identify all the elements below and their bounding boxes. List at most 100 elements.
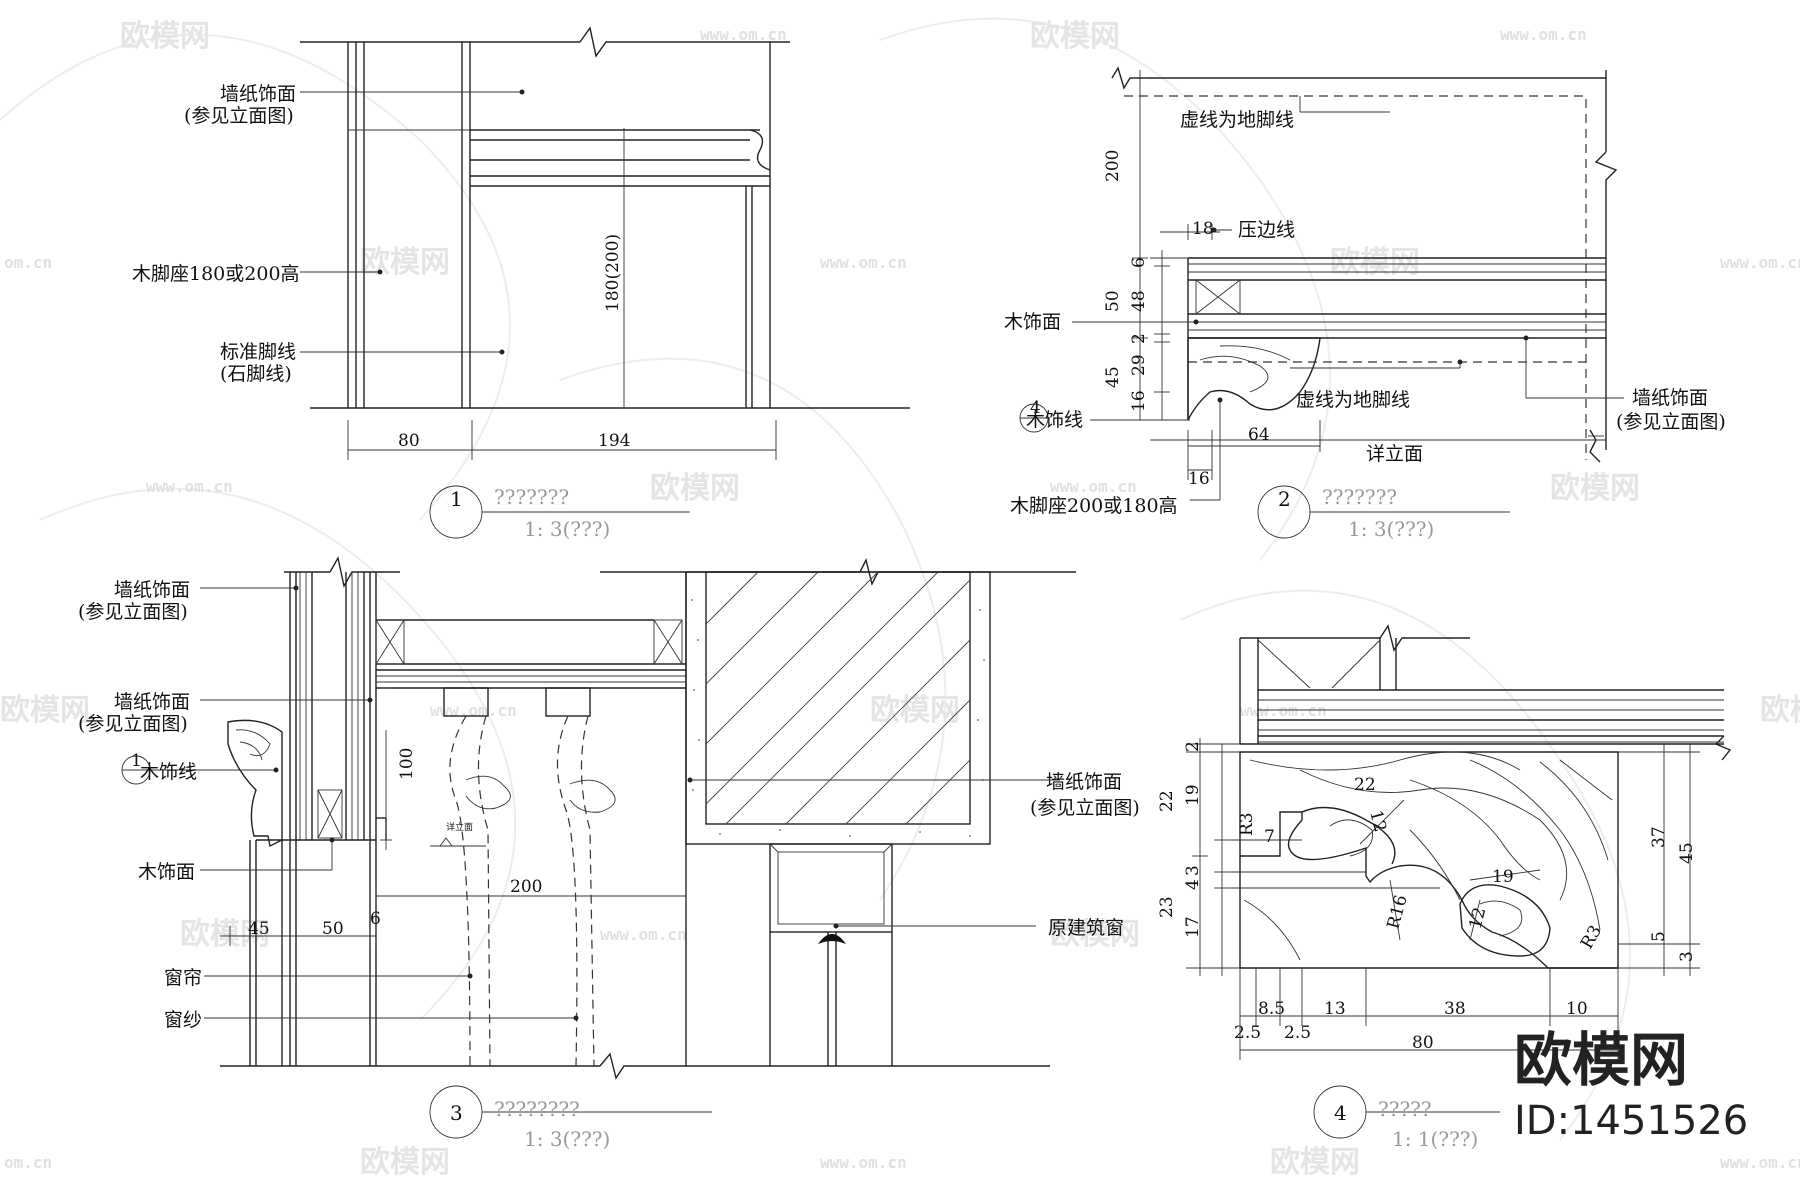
detail-4-dim-23: 23 xyxy=(1157,896,1177,918)
detail-2-trim-ref: 4 xyxy=(1030,398,1041,418)
corner-brand-id: ID:1451526 xyxy=(1514,1098,1748,1144)
detail-1-linework xyxy=(300,26,910,460)
watermark-brand-1: 欧模网 xyxy=(120,19,210,54)
detail-2-label-elevation: 详立面 xyxy=(1366,443,1423,465)
detail-2-label-edge-strip: 压边线 xyxy=(1238,219,1295,241)
detail-1-dim-w-right: 194 xyxy=(598,431,630,451)
watermark-url-9: www.om.cn xyxy=(600,925,687,944)
detail-4-dim-2: 2 xyxy=(1183,741,1203,752)
detail-3-label-wallpaper-2: 墙纸饰面 xyxy=(114,691,190,713)
watermark-brand-4: 欧模网 xyxy=(1330,245,1420,280)
detail-3-trim-ref: 1 xyxy=(131,751,142,771)
detail-4-dim-45: 45 xyxy=(1677,842,1697,864)
watermark-brand-11: 欧模网 xyxy=(1050,917,1140,952)
detail-4-dim-13: 13 xyxy=(1324,999,1346,1019)
detail-1-caption: 1 ??????? 1: 3(???) xyxy=(429,485,690,541)
detail-3-elev-tag: 详立面 xyxy=(446,821,473,833)
watermark-url-3: www.om.cn xyxy=(820,253,907,272)
watermark-url-4: www.om.cn xyxy=(1720,253,1800,272)
detail-4-dim-38: 38 xyxy=(1444,999,1466,1019)
detail-4-title: ????? xyxy=(1378,1097,1432,1121)
detail-2-dim-2: 2 xyxy=(1129,333,1149,344)
watermark-brand-12: 欧模网 xyxy=(360,1145,450,1180)
detail-3-label-wallpaper-ref-3: (参见立面图) xyxy=(1030,797,1140,819)
detail-3-dim-50: 50 xyxy=(322,919,344,939)
detail-2-number: 2 xyxy=(1278,487,1291,511)
detail-4-dim-r16: R16 xyxy=(1384,893,1412,931)
watermark-url-7: www.om.cn xyxy=(430,701,517,720)
detail-2-dim-200: 200 xyxy=(1103,150,1123,182)
detail-2-dim-29: 29 xyxy=(1129,354,1149,376)
detail-1: 墙纸饰面 (参见立面图) 木脚座180或200高 标准脚线 (石脚线) 180(… xyxy=(132,26,910,541)
detail-4-dim-3b: 3 xyxy=(1677,951,1697,962)
detail-3-stipple xyxy=(691,599,985,837)
watermark-brand-2: 欧模网 xyxy=(1030,19,1120,54)
detail-3-dim-100: 100 xyxy=(397,748,417,780)
detail-1-dim-height: 180(200) xyxy=(603,234,623,312)
detail-3-label-original-window: 原建筑窗 xyxy=(1048,917,1124,939)
watermark-brand-13: 欧模网 xyxy=(1270,1145,1360,1180)
watermark-brand-9: 欧模网 xyxy=(1760,693,1800,728)
detail-2-dim-16b: 16 xyxy=(1188,469,1210,489)
detail-4-dim-37: 37 xyxy=(1649,826,1669,848)
detail-4-dim-4: 4 xyxy=(1183,879,1203,890)
corner-brand-name: 欧模网 xyxy=(1514,1026,1688,1094)
detail-4-dim-r3a: R3 xyxy=(1237,812,1257,836)
detail-4-dim-2-5a: 2.5 xyxy=(1234,1023,1261,1043)
detail-2-title: ??????? xyxy=(1322,485,1397,509)
detail-3-number: 3 xyxy=(450,1101,463,1125)
watermark-url-6: www.om.cn xyxy=(1050,477,1137,496)
detail-2-dim-6: 6 xyxy=(1129,257,1149,268)
detail-1-label-wallpaper-ref: (参见立面图) xyxy=(184,105,294,127)
watermark-short-2: om.cn xyxy=(4,1153,52,1172)
watermark-brand-8: 欧模网 xyxy=(870,693,960,728)
watermark-url-2: www.om.cn xyxy=(1500,25,1587,44)
watermark-url-1: www.om.cn xyxy=(700,25,787,44)
detail-3-caption: 3 ???????? 1: 3(???) xyxy=(429,1085,712,1151)
detail-4-dim-17: 17 xyxy=(1183,916,1203,938)
detail-3-dim-45: 45 xyxy=(248,919,270,939)
detail-2-scale: 1: 3(???) xyxy=(1348,517,1434,541)
detail-3-hatch xyxy=(705,571,971,825)
detail-3-label-sheer: 窗纱 xyxy=(164,1009,202,1031)
detail-4-dim-19b: 19 xyxy=(1492,867,1514,887)
detail-3-linework xyxy=(121,556,1076,1080)
detail-1-label-wood-base: 木脚座180或200高 xyxy=(132,263,300,285)
detail-3-label-wallpaper-1: 墙纸饰面 xyxy=(114,579,190,601)
detail-1-label-wallpaper: 墙纸饰面 xyxy=(220,83,296,105)
detail-2-label-wallpaper-ref: (参见立面图) xyxy=(1616,411,1726,433)
detail-4-dim-7: 7 xyxy=(1264,827,1275,847)
detail-4-dim-12b: 12 xyxy=(1466,905,1491,931)
detail-1-scale: 1: 3(???) xyxy=(524,517,610,541)
watermark-url-8: www.om.cn xyxy=(1240,701,1327,720)
detail-4-dim-3: 3 xyxy=(1183,865,1203,876)
detail-4-linework xyxy=(1186,624,1732,1060)
watermark-url-11: www.om.cn xyxy=(1720,1153,1800,1172)
detail-3-label-wallpaper-3: 墙纸饰面 xyxy=(1046,771,1122,793)
detail-2-dim-16a: 16 xyxy=(1129,390,1149,412)
detail-4-dim-10: 10 xyxy=(1566,999,1588,1019)
detail-1-dim-w-left: 80 xyxy=(398,431,420,451)
detail-3-label-wallpaper-ref-1: (参见立面图) xyxy=(78,601,188,623)
detail-4-grain xyxy=(1243,751,1613,961)
detail-3-dim-200: 200 xyxy=(510,877,542,897)
watermark-short-1: om.cn xyxy=(4,253,52,272)
detail-4-caption: 4 ????? 1: 1(???) xyxy=(1313,1085,1500,1151)
detail-2-label-wood-face: 木饰面 xyxy=(1004,311,1061,333)
detail-4-dim-5: 5 xyxy=(1649,931,1669,942)
detail-2-dim-45: 45 xyxy=(1103,366,1123,388)
watermark-brand-7: 欧模网 xyxy=(0,693,90,728)
watermark-url-5: www.om.cn xyxy=(146,477,233,496)
detail-2-dim-18: 18 xyxy=(1192,219,1214,239)
detail-4-dim-22b: 22 xyxy=(1354,775,1376,795)
detail-1-label-stone-skirting: (石脚线) xyxy=(220,363,292,385)
detail-2-label-wood-trim: 木饰线 xyxy=(1026,409,1083,431)
detail-2-label-wallpaper: 墙纸饰面 xyxy=(1632,387,1708,409)
detail-1-title: ??????? xyxy=(494,485,569,509)
detail-4-scale: 1: 1(???) xyxy=(1392,1127,1478,1151)
detail-2: 虚线为地脚线 压边线 木饰面 虚线为地脚线 墙纸饰面 (参见立面图) 4 木饰线… xyxy=(1004,66,1726,541)
watermark-url-10: www.om.cn xyxy=(820,1153,907,1172)
detail-4-number: 4 xyxy=(1334,1101,1347,1125)
watermark-brand-3: 欧模网 xyxy=(360,245,450,280)
